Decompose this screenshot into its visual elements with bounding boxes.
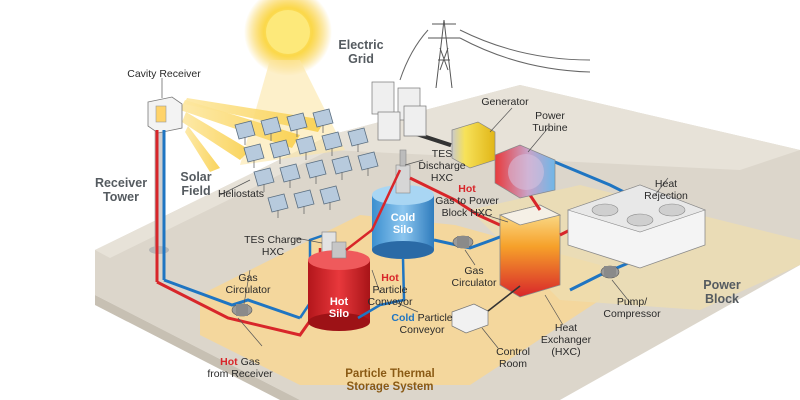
pump-compressor-unit — [600, 265, 620, 279]
label-heliostats: Heliostats — [217, 188, 265, 200]
hot-silo — [308, 241, 370, 331]
gas-circulator-left-unit — [231, 303, 253, 317]
transmission-tower — [399, 19, 591, 89]
reflected-beam-3 — [185, 126, 220, 172]
label-gas-to-power-block-hxc: Hot Gas to Power Block HXC — [435, 183, 499, 219]
heliostat-field — [234, 108, 379, 218]
heliostat-mirror — [269, 139, 291, 159]
heliostat-mirror — [331, 155, 353, 175]
ground-platform-top — [95, 85, 800, 258]
heliostat-mirror — [319, 185, 341, 205]
heliostat-mirror — [279, 163, 301, 183]
heat-exchanger-unit — [498, 204, 562, 298]
heliostat-mirror — [312, 108, 334, 128]
discharge-cold-line — [433, 233, 506, 250]
heliostat-mirror — [253, 167, 275, 187]
power-turbine-unit — [494, 144, 556, 199]
heliostat-mirror — [293, 189, 315, 209]
heliostat-mirror — [295, 135, 317, 155]
heliostat-mirror — [260, 116, 282, 136]
heliostat-mirror — [286, 112, 308, 132]
gas-circulator-mid-unit — [452, 235, 474, 249]
heliostat-mirror — [234, 120, 256, 140]
label-hot-gas-from-receiver: Hot Gas from Receiver — [207, 356, 273, 380]
label-cold-particle-conveyor: Cold Particle Conveyor — [391, 312, 453, 336]
hot-gas-line — [156, 280, 314, 337]
cold-gas-return — [163, 278, 301, 320]
leader-lines — [161, 78, 669, 349]
label-hot-particle-conveyor: Hot Particle Conveyor — [367, 272, 413, 308]
control-room-building — [451, 285, 521, 334]
label-cavity-receiver: Cavity Receiver — [127, 68, 201, 80]
heat-rejection-unit — [567, 184, 706, 269]
cold-particle-conveyor — [357, 257, 406, 320]
heliostat-mirror — [347, 127, 369, 147]
label-generator: Generator — [481, 96, 529, 108]
heliostat-mirror — [267, 193, 289, 213]
heliostat-mirror — [305, 159, 327, 179]
hot-particle-conveyor — [345, 169, 402, 251]
cold-silo — [372, 149, 434, 259]
heliostat-mirror — [243, 143, 265, 163]
heliostat-mirror — [321, 131, 343, 151]
heliostat-mirror — [357, 151, 379, 171]
reflected-beam-2 — [182, 112, 250, 160]
discharge-hot-line — [409, 176, 501, 227]
label-pump-compressor: Pump/Compressor — [603, 296, 661, 320]
ground-edge — [95, 295, 300, 400]
electric-grid-transformers — [371, 81, 427, 141]
